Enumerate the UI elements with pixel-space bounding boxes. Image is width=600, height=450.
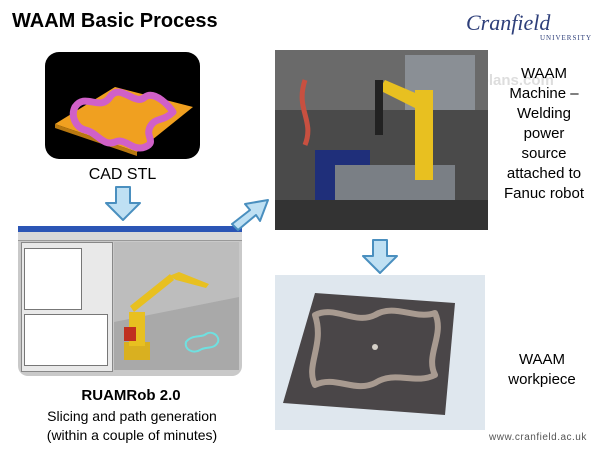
robot-upper-arm	[130, 274, 174, 312]
cad-plate-edge	[55, 124, 137, 156]
fanuc-robot-body	[415, 90, 433, 180]
software-name: RUAMRob 2.0	[81, 387, 181, 404]
waam-machine-drawing	[275, 50, 488, 230]
machine-label-line: attached to	[506, 165, 582, 182]
website-url: www.cranfield.ac.uk	[489, 432, 587, 443]
fanuc-robot-arm	[379, 80, 420, 108]
workpiece-label-line: workpiece	[508, 371, 576, 388]
robot-motor	[124, 327, 136, 341]
cranfield-logo: Cranfield	[466, 10, 551, 35]
center-mark	[372, 344, 378, 350]
cad-stl-label: CAD STL	[88, 166, 157, 183]
cranfield-logo-subtitle: UNIVERSITY	[540, 34, 592, 42]
workpiece-drawing	[275, 275, 485, 430]
software-titlebar	[18, 226, 242, 232]
deposited-wall	[309, 307, 441, 390]
software-listbox	[24, 248, 82, 310]
software-description-line2: (within a couple of minutes)	[46, 427, 218, 443]
software-menubar	[18, 232, 242, 241]
machine-label-line: Machine –	[509, 85, 579, 102]
robot-3d-drawing	[114, 272, 239, 370]
arrow-down-cad-icon	[105, 186, 141, 221]
cad-wall-path	[69, 88, 177, 152]
waam-machine-label: WAAM Machine – Welding power source atta…	[489, 64, 599, 204]
robot-base	[124, 342, 150, 360]
waam-workpiece-label: WAAM workpiece	[494, 350, 590, 390]
machine-label-line: Fanuc robot	[503, 185, 585, 202]
arrow-diagonal-icon	[231, 199, 269, 231]
toolpath-outline	[184, 331, 220, 353]
software-screenshot	[18, 226, 242, 376]
work-table	[335, 165, 455, 205]
machine-label-line: source	[521, 145, 567, 162]
page-title: WAAM Basic Process	[12, 10, 218, 32]
machine-label-line: power	[523, 125, 565, 142]
waam-machine-photo	[275, 50, 488, 230]
workpiece-label-line: WAAM	[518, 351, 566, 368]
arrow-down-machine-icon	[362, 239, 398, 274]
machine-label-line: WAAM	[520, 65, 568, 82]
software-description-line1: Slicing and path generation	[47, 408, 217, 424]
cad-stl-drawing	[55, 87, 193, 156]
waam-workpiece-photo	[275, 275, 485, 430]
robot-forearm	[169, 272, 209, 288]
cable-hose	[299, 79, 311, 146]
welding-torch	[375, 80, 383, 135]
machine-label-line: Welding	[517, 105, 571, 122]
software-3d-view	[114, 242, 239, 370]
cad-stl-image	[45, 52, 200, 159]
floor	[275, 200, 488, 230]
software-tree	[24, 314, 108, 366]
